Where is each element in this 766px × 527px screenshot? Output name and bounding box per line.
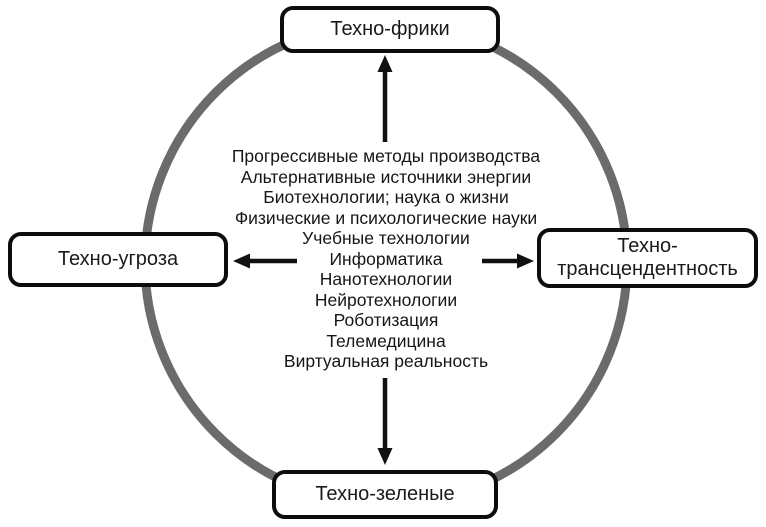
- node-techno-transcendence: Техно- трансцендентность: [537, 228, 758, 288]
- technology-list-item: Нейротехнологии: [314, 289, 458, 310]
- arrow-left-icon: [233, 253, 297, 269]
- node-techno-threat-label: Техно-угроза: [57, 248, 179, 270]
- technology-list-item: Роботизация: [333, 310, 439, 330]
- technology-list: Прогрессивные методы производства Альтер…: [186, 146, 586, 372]
- arrow-down-icon: [377, 378, 393, 465]
- node-techno-threat: Техно-угроза: [8, 232, 228, 287]
- node-techno-transcendence-label-line2: трансцендентность: [557, 258, 738, 280]
- technology-list-item: Физические и психологические науки: [234, 207, 538, 228]
- arrow-up-icon: [377, 55, 393, 142]
- arrow-right-icon: [482, 253, 534, 269]
- node-techno-freaks: Техно-фрики: [280, 6, 500, 53]
- technology-list-item: Прогрессивные методы производства: [231, 146, 541, 166]
- node-techno-greens: Техно-зеленые: [272, 470, 498, 519]
- node-techno-transcendence-label-line1: Техно-: [617, 235, 678, 257]
- technology-list-item: Виртуальная реальность: [283, 351, 489, 371]
- technology-list-item: Информатика: [329, 248, 443, 269]
- technology-list-item: Телемедицина: [326, 330, 446, 351]
- technology-list-item: Учебные технологии: [302, 228, 470, 248]
- node-techno-freaks-label: Техно-фрики: [330, 18, 450, 40]
- technology-list-item: Биотехнологии; наука о жизни: [263, 187, 509, 207]
- node-techno-greens-label: Техно-зеленые: [315, 483, 455, 505]
- technology-list-item: Нанотехнологии: [319, 269, 453, 289]
- technology-list-item: Альтернативные источники энергии: [240, 166, 532, 187]
